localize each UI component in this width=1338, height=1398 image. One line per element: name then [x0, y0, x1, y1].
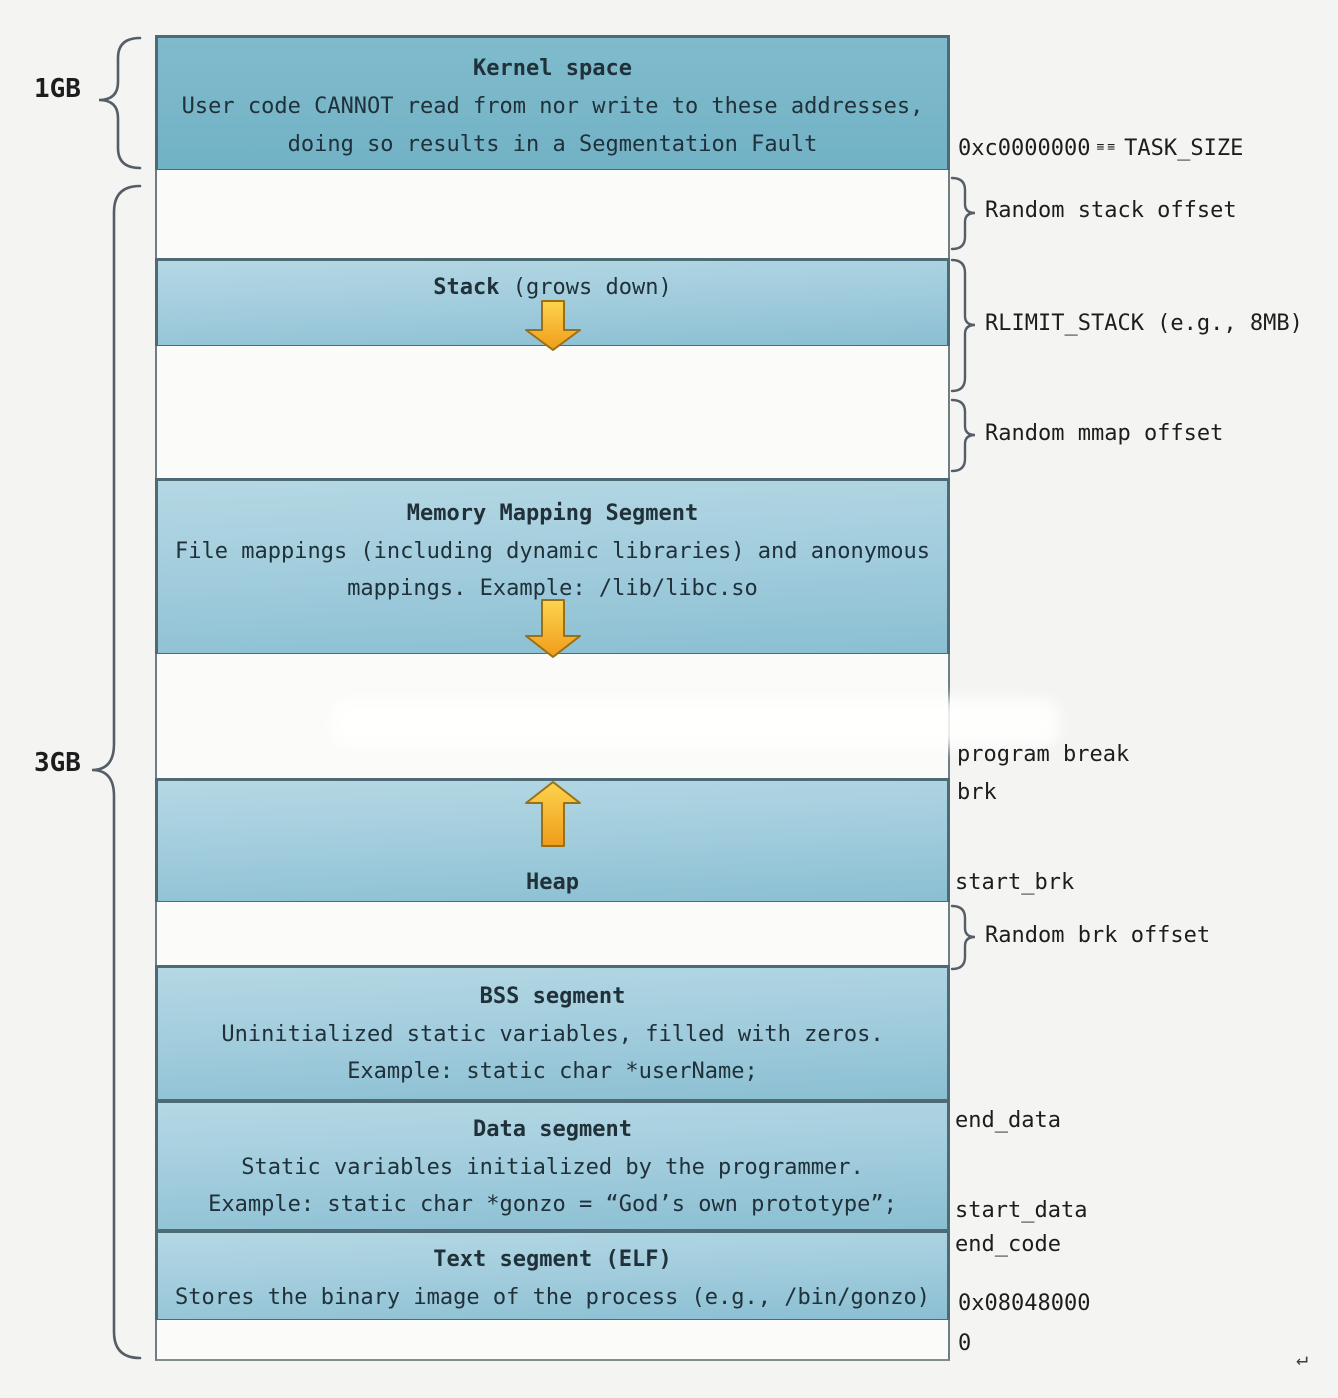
erased-watermark — [330, 698, 1060, 748]
equals-icon: ≡≡ — [1096, 140, 1119, 155]
random-mmap-offset-brace — [950, 398, 976, 473]
task-size-address: 0xc0000000 — [958, 136, 1091, 161]
null-page-gap — [155, 1320, 950, 1361]
kernel-space-segment: Kernel space User code CANNOT read from … — [155, 35, 950, 172]
text-segment: Text segment (ELF) Stores the binary ima… — [155, 1230, 950, 1322]
text-title: Text segment (ELF) — [433, 1247, 672, 1272]
memory-mapping-segment: Memory Mapping Segment File mappings (in… — [155, 478, 950, 656]
bss-segment: BSS segment Uninitialized static variabl… — [155, 965, 950, 1102]
bss-line1: Uninitialized static variables, filled w… — [221, 1022, 884, 1047]
stack-title-bold: Stack — [433, 275, 500, 300]
one-gb-brace — [98, 36, 142, 170]
text-line1: Stores the binary image of the process (… — [175, 1285, 930, 1310]
random-brk-offset-label: Random brk offset — [985, 923, 1211, 948]
start-brk-label: start_brk — [955, 870, 1075, 895]
memory-mapping-line2: mappings. Example: /lib/libc.so — [347, 576, 758, 601]
kernel-space-title: Kernel space — [473, 56, 632, 81]
memory-mapping-title: Memory Mapping Segment — [406, 501, 699, 526]
random-brk-offset-gap — [155, 902, 950, 968]
end-code-label: end_code — [955, 1232, 1061, 1257]
data-segment: Data segment Static variables initialize… — [155, 1100, 950, 1232]
rlimit-stack-label: RLIMIT_STACK (e.g., 8MB) — [985, 311, 1303, 336]
zero-address-label: 0 — [958, 1331, 972, 1356]
three-gb-label: 3GB — [34, 748, 81, 778]
text-start-address-label: 0x08048000 — [958, 1291, 1091, 1316]
bss-title: BSS segment — [479, 984, 626, 1009]
heap-segment: Heap — [155, 778, 950, 904]
start-data-label: start_data — [955, 1198, 1088, 1223]
data-title: Data segment — [473, 1117, 632, 1142]
memory-mapping-line1: File mappings (including dynamic librari… — [175, 539, 930, 564]
random-stack-offset-brace — [950, 176, 976, 251]
task-size-name: TASK_SIZE — [1124, 136, 1244, 161]
program-break-label: program break — [957, 742, 1130, 767]
random-stack-offset-gap — [155, 170, 950, 261]
three-gb-brace — [91, 184, 142, 1360]
stack-title-suffix: (grows down) — [499, 275, 672, 300]
random-mmap-offset-label: Random mmap offset — [985, 421, 1224, 446]
task-size-annotation: 0xc0000000 ≡≡ TASK_SIZE — [958, 136, 1243, 161]
random-brk-offset-brace — [950, 904, 976, 971]
kernel-space-line1: User code CANNOT read from nor write to … — [181, 94, 924, 119]
return-mark-icon: ↵ — [1296, 1346, 1309, 1370]
heap-title: Heap — [526, 870, 579, 895]
one-gb-label: 1GB — [34, 74, 81, 104]
rlimit-stack-brace — [950, 258, 976, 393]
end-data-label: end_data — [955, 1108, 1061, 1133]
bss-line2: Example: static char *userName; — [347, 1059, 758, 1084]
stack-segment: Stack (grows down) — [155, 258, 950, 348]
random-mmap-offset-gap — [155, 346, 950, 481]
data-line2: Example: static char *gonzo = “God’s own… — [208, 1192, 897, 1217]
kernel-space-line2: doing so results in a Segmentation Fault — [287, 132, 818, 157]
data-line1: Static variables initialized by the prog… — [241, 1155, 864, 1180]
random-stack-offset-label: Random stack offset — [985, 198, 1237, 223]
brk-label: brk — [957, 780, 997, 805]
stack-title: Stack (grows down) — [158, 269, 947, 307]
